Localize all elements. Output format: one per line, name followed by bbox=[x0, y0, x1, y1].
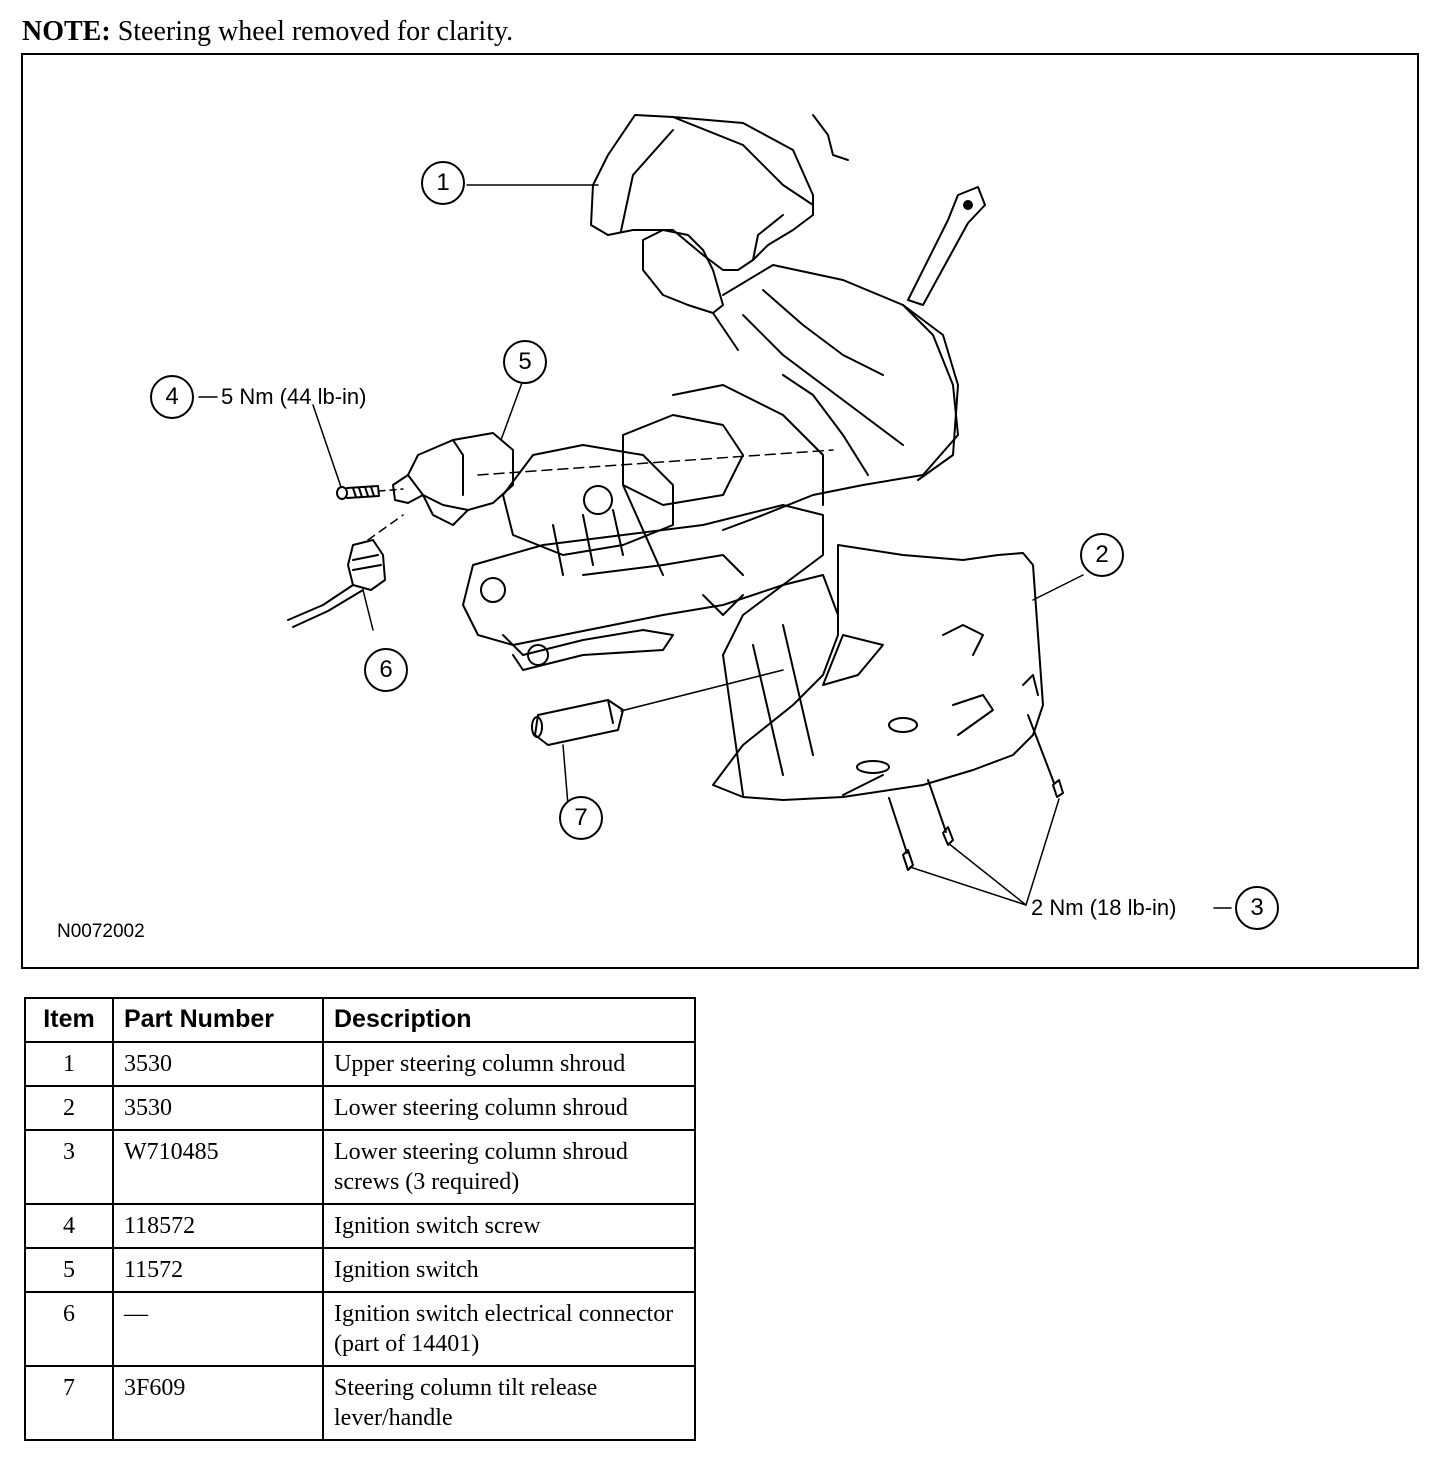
table-row: 2 3530 Lower steering column shroud bbox=[24, 1085, 696, 1131]
cell-item: 2 bbox=[24, 1085, 114, 1131]
upper-shroud-drawing bbox=[590, 114, 849, 271]
table-row: 7 3F609 Steering column tilt release lev… bbox=[24, 1365, 696, 1441]
table-row: 4 118572 Ignition switch screw bbox=[24, 1203, 696, 1249]
cell-part-number: 3530 bbox=[112, 1085, 324, 1131]
cell-description: Lower steering column shroud screws (3 r… bbox=[322, 1129, 696, 1205]
header-description: Description bbox=[322, 997, 696, 1043]
callout-6-bubble: 6 bbox=[364, 648, 408, 692]
tilt-lever-drawing bbox=[531, 669, 784, 746]
steering-column-illustration bbox=[198, 114, 1232, 909]
cell-part-number: 3F609 bbox=[112, 1365, 324, 1441]
shroud-screws-drawing bbox=[888, 714, 1064, 871]
cell-description: Upper steering column shroud bbox=[322, 1041, 696, 1087]
cell-part-number: W710485 bbox=[112, 1129, 324, 1205]
column-body-drawing bbox=[462, 264, 959, 671]
multifunction-stalk-drawing bbox=[907, 186, 986, 306]
cell-description: Lower steering column shroud bbox=[322, 1085, 696, 1131]
cell-description: Ignition switch screw bbox=[322, 1203, 696, 1249]
cell-item: 7 bbox=[24, 1365, 114, 1441]
left-stalk-drawing bbox=[642, 229, 739, 351]
cell-item: 4 bbox=[24, 1203, 114, 1249]
note-text: Steering wheel removed for clarity. bbox=[117, 16, 514, 47]
leader-lines bbox=[198, 184, 1232, 909]
table-row: 3 W710485 Lower steering column shroud s… bbox=[24, 1129, 696, 1205]
cell-description: Steering column tilt release lever/handl… bbox=[322, 1365, 696, 1441]
callout-3-torque: 2 Nm (18 lb-in) bbox=[1031, 895, 1177, 920]
header-part-number: Part Number bbox=[112, 997, 324, 1043]
cell-part-number: — bbox=[112, 1291, 324, 1367]
callout-7-bubble: 7 bbox=[559, 796, 603, 840]
exploded-view-figure: 1 2 3 2 Nm (18 lb-in) 4 5 Nm (44 lb-in) … bbox=[21, 53, 1419, 969]
callout-4-torque: 5 Nm (44 lb-in) bbox=[221, 384, 367, 409]
callout-2-bubble: 2 bbox=[1080, 533, 1124, 577]
figure-id: N0072002 bbox=[57, 921, 145, 942]
table-row: 1 3530 Upper steering column shroud bbox=[24, 1041, 696, 1087]
callout-5-bubble: 5 bbox=[503, 340, 547, 384]
note-label: NOTE: bbox=[22, 16, 111, 47]
ignition-switch-drawing bbox=[392, 432, 834, 526]
callout-3-bubble: 3 bbox=[1235, 886, 1279, 930]
table-row: 5 11572 Ignition switch bbox=[24, 1247, 696, 1293]
lower-shroud-drawing bbox=[712, 544, 1044, 801]
cell-part-number: 118572 bbox=[112, 1203, 324, 1249]
connector-drawing bbox=[287, 514, 404, 628]
callout-1-bubble: 1 bbox=[421, 161, 465, 205]
cell-item: 3 bbox=[24, 1129, 114, 1205]
parts-table: Item Part Number Description 1 3530 Uppe… bbox=[24, 997, 696, 1441]
table-header-row: Item Part Number Description bbox=[24, 997, 696, 1043]
callout-4-bubble: 4 bbox=[150, 375, 194, 419]
header-item: Item bbox=[24, 997, 114, 1043]
cell-item: 6 bbox=[24, 1291, 114, 1367]
table-row: 6 — Ignition switch electrical connector… bbox=[24, 1291, 696, 1367]
cell-description: Ignition switch bbox=[322, 1247, 696, 1293]
cell-item: 5 bbox=[24, 1247, 114, 1293]
cell-part-number: 11572 bbox=[112, 1247, 324, 1293]
cell-part-number: 3530 bbox=[112, 1041, 324, 1087]
cell-description: Ignition switch electrical connector (pa… bbox=[322, 1291, 696, 1367]
note: NOTE: Steering wheel removed for clarity… bbox=[22, 16, 513, 48]
cell-item: 1 bbox=[24, 1041, 114, 1087]
ignition-screw-drawing bbox=[336, 485, 404, 500]
